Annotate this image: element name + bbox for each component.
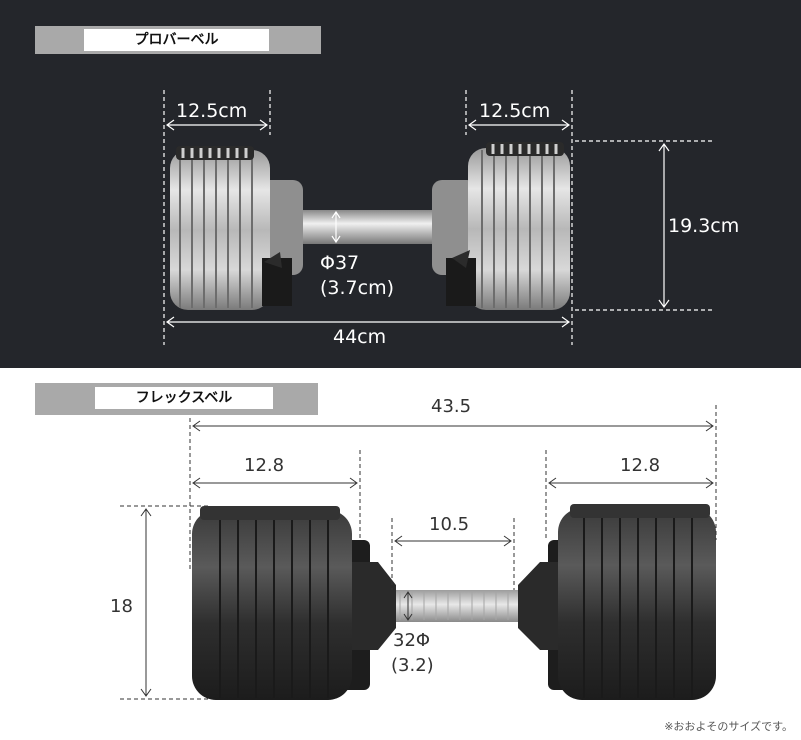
flex-height: 18 — [110, 596, 133, 617]
pro-barbell-panel — [0, 0, 801, 368]
pro-barbell-dimension-lines — [163, 90, 712, 345]
flex-plate-width-right: 12.8 — [620, 455, 661, 476]
flex-bell-dimension-lines — [120, 405, 717, 700]
flex-grip-diameter-cm: (3.2) — [391, 655, 434, 676]
flex-grip-diameter: 32Φ — [393, 630, 431, 651]
flex-bell-label: フレックスベル — [95, 387, 273, 409]
flex-bell-image — [192, 504, 716, 700]
flex-total-length: 43.5 — [431, 396, 472, 417]
pro-plate-width-left: 12.5cm — [176, 100, 248, 122]
pro-barbell-image — [170, 142, 570, 310]
flex-grip-length: 10.5 — [429, 514, 470, 535]
pro-plate-width-right: 12.5cm — [479, 100, 551, 122]
pro-grip-diameter: Φ37 — [320, 252, 360, 274]
pro-barbell-label: プロバーベル — [84, 29, 269, 51]
pro-grip-diameter-cm: (3.7cm) — [320, 277, 394, 299]
pro-height: 19.3cm — [668, 215, 740, 237]
approximate-size-note: ※おおよそのサイズです。 — [664, 720, 793, 733]
flex-plate-width-left: 12.8 — [244, 455, 285, 476]
pro-total-length: 44cm — [333, 326, 387, 348]
